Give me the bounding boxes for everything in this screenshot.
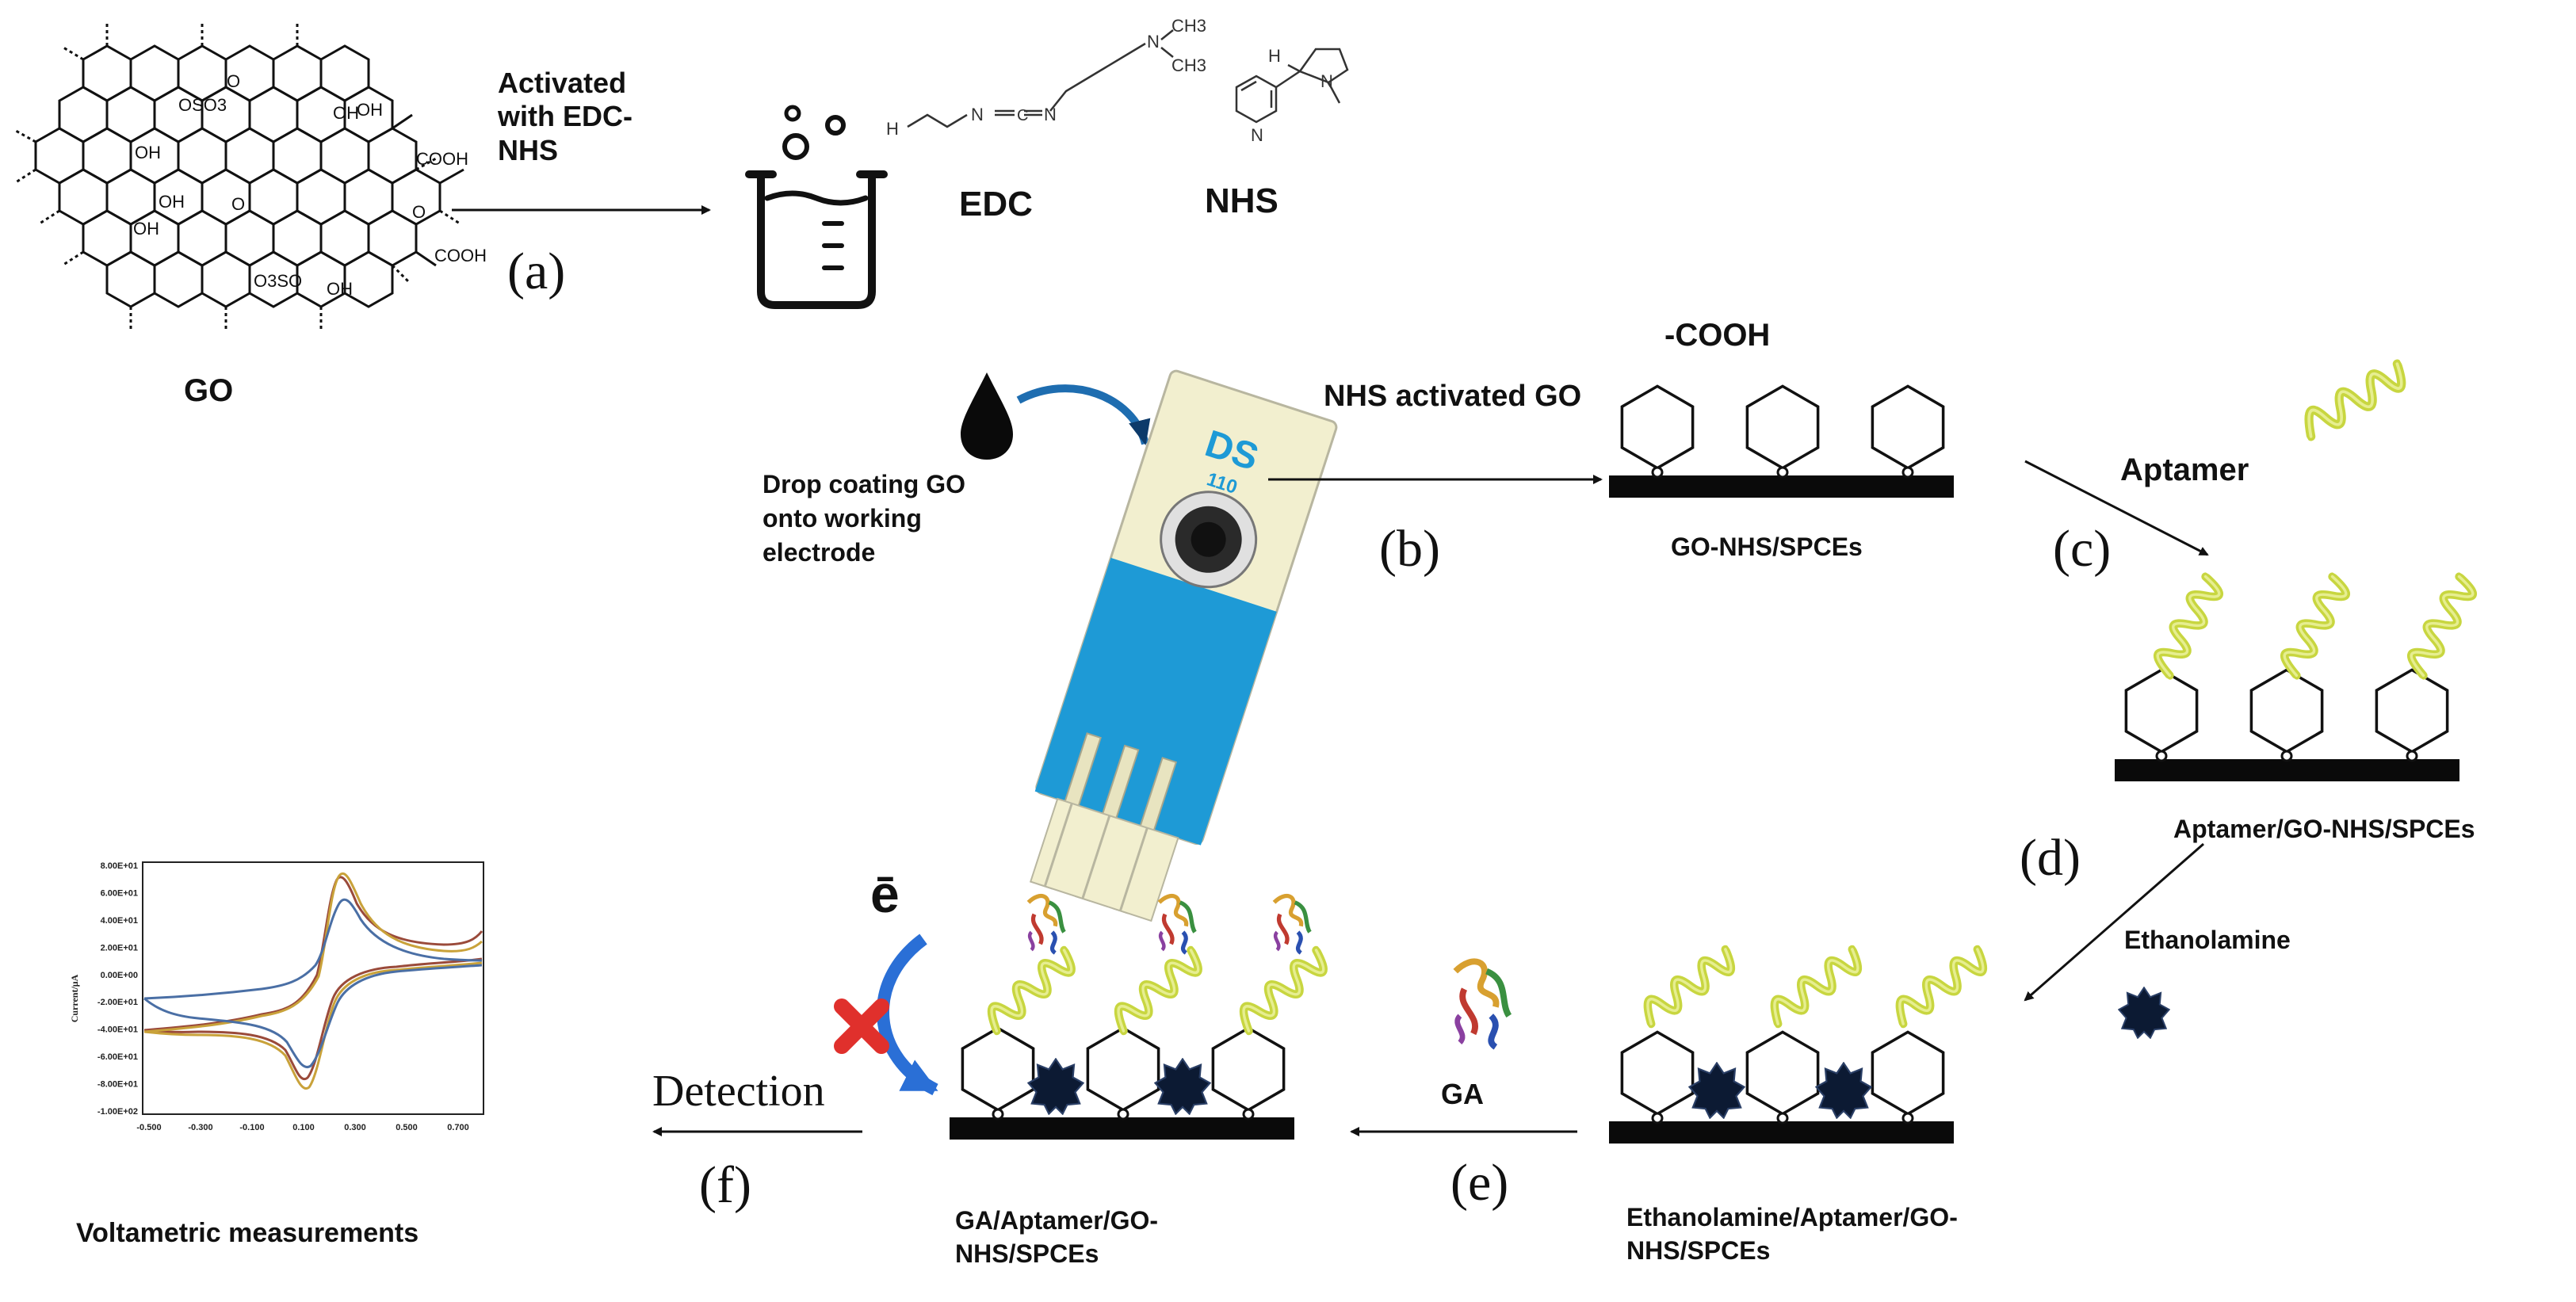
cv-plot: 8.00E+01 6.00E+01 4.00E+01 2.00E+01 0.00E+00… <box>69 861 484 1132</box>
edc-label: EDC <box>959 185 1033 223</box>
svg-text:CH3: CH3 <box>1171 16 1206 36</box>
ga-aptamer-spces-diagram <box>950 896 1330 1140</box>
arrow-c <box>2024 460 2209 556</box>
svg-text:H: H <box>1268 46 1281 66</box>
nhs-label: NHS <box>1205 181 1278 220</box>
go-functional-labels: OSO3 OH OH OH OH OH OH O3SO COOH COOH O … <box>133 71 487 299</box>
cv-y-tick: -1.00E+02 <box>97 1107 138 1117</box>
beaker-icon <box>745 105 888 309</box>
cv-x-tick: 0.500 <box>396 1123 418 1132</box>
cv-y-tick: -8.00E+01 <box>97 1080 138 1090</box>
step-e-label: (e) <box>1450 1154 1509 1212</box>
arrow-d <box>2024 842 2204 1002</box>
svg-text:N: N <box>1147 32 1160 52</box>
nhs-atoms: H N N <box>1251 46 1333 145</box>
cv-x-tick: -0.500 <box>136 1123 161 1132</box>
blocked-cross-icon <box>834 998 889 1054</box>
step-b-label: (b) <box>1379 520 1440 578</box>
cv-y-tick: 0.00E+00 <box>101 971 138 980</box>
step-c-label: (c) <box>2053 520 2112 578</box>
svg-text:H: H <box>886 119 899 139</box>
svg-text:N: N <box>971 105 984 124</box>
step-f-label: (f) <box>699 1156 751 1214</box>
go-nhs-spces-diagram <box>1609 384 1954 498</box>
drop-coating-label: Drop coating GO onto working electrode <box>762 470 965 567</box>
svg-text:O: O <box>412 202 426 222</box>
cv-y-tick: -4.00E+01 <box>97 1025 138 1035</box>
cv-x-tick: -0.300 <box>188 1123 212 1132</box>
ethanolamine-spces-diagram <box>1609 947 1990 1144</box>
detection-label: Detection <box>652 1067 825 1116</box>
svg-text:Current/μA: Current/μA <box>69 974 80 1022</box>
svg-text:COOH: COOH <box>416 149 468 169</box>
svg-text:COOH: COOH <box>434 246 487 265</box>
svg-text:C: C <box>1017 107 1028 124</box>
svg-text:O: O <box>227 71 240 91</box>
aptamer-icon <box>2299 361 2409 439</box>
ethanolamine-label: Ethanolamine <box>2124 926 2291 954</box>
go-nhs-spces-label: GO-NHS/SPCEs <box>1671 533 1863 561</box>
cv-y-tick: 8.00E+01 <box>101 861 138 871</box>
step-a-label: (a) <box>507 242 566 300</box>
ethanolamine-icon <box>2118 987 2170 1039</box>
go-molecule <box>15 24 464 329</box>
svg-text:O: O <box>231 194 245 214</box>
ethanolamine-spces-label: Ethanolamine/Aptamer/GO-NHS/SPCEs <box>1626 1203 1958 1265</box>
go-label: GO <box>184 373 234 408</box>
nhs-structure <box>1235 48 1349 124</box>
cv-y-tick: 6.00E+01 <box>101 888 138 898</box>
electron-transfer-arrow <box>877 934 938 1096</box>
svg-text:OH: OH <box>357 100 383 120</box>
ga-aptamer-spces-label: GA/Aptamer/GO-NHS/SPCEs <box>955 1206 1159 1268</box>
drop-icon <box>961 372 1013 460</box>
svg-text:OSO3: OSO3 <box>178 95 227 115</box>
cv-x-tick: 0.100 <box>292 1123 315 1132</box>
edc-structure <box>907 29 1174 128</box>
svg-text:N: N <box>1320 71 1333 91</box>
svg-text:N: N <box>1044 105 1057 124</box>
svg-text:OH: OH <box>133 219 159 239</box>
svg-text:OH: OH <box>159 192 185 212</box>
svg-text:O3SO: O3SO <box>254 271 302 291</box>
ga-protein-icon <box>1455 961 1509 1047</box>
aptamer-go-nhs-spces-diagram <box>2115 575 2478 781</box>
cv-y-tick: -6.00E+01 <box>97 1052 138 1062</box>
svg-text:OH: OH <box>333 103 359 123</box>
svg-text:OH: OH <box>135 143 161 162</box>
cooh-label: -COOH <box>1664 318 1771 353</box>
svg-text:CH3: CH3 <box>1171 55 1206 75</box>
cv-y-tick: 4.00E+01 <box>101 916 138 926</box>
aptamer-go-nhs-spces-label: Aptamer/GO-NHS/SPCEs <box>2173 815 2475 843</box>
cv-y-tick: -2.00E+01 <box>97 998 138 1007</box>
activated-label: Activated with EDC-NHS <box>498 67 633 166</box>
voltametric-label: Voltametric measurements <box>76 1218 419 1248</box>
cv-x-tick: -0.100 <box>239 1123 264 1132</box>
ga-label: GA <box>1441 1078 1484 1110</box>
svg-text:OH: OH <box>327 279 353 299</box>
step-d-label: (d) <box>2020 829 2081 887</box>
drop-arrow <box>1016 384 1151 445</box>
edc-atoms: H N C N N CH3 CH3 <box>886 16 1206 139</box>
aptamer-label: Aptamer <box>2120 452 2249 487</box>
electrode-strip: DS 110 <box>1029 369 1338 922</box>
electron-label: ē <box>870 865 900 923</box>
cv-x-tick: 0.700 <box>447 1123 469 1132</box>
nhs-activated-go-label: NHS activated GO <box>1324 380 1582 413</box>
svg-text:N: N <box>1251 125 1263 145</box>
cv-x-tick: 0.300 <box>344 1123 366 1132</box>
cv-y-tick: 2.00E+01 <box>101 943 138 953</box>
